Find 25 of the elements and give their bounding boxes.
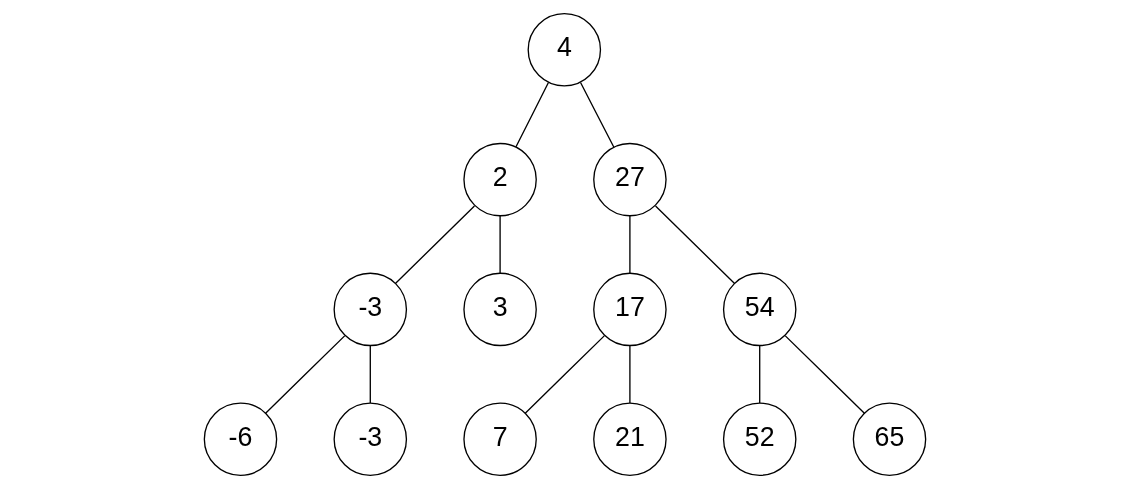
connector [629,345,631,404]
node-circle: 7 [463,402,537,476]
connector [654,205,736,285]
node-circle: 54 [722,272,797,347]
connector [369,345,371,404]
connector [524,335,605,414]
node-circle: 17 [593,272,667,347]
node-circle: -3 [333,272,408,347]
connector [515,81,550,148]
connector [264,335,346,414]
connector [759,345,761,404]
connector [394,205,476,285]
node-circle: 52 [722,402,797,476]
connector [784,335,866,414]
node-circle: 65 [852,402,927,476]
connector [579,81,615,148]
node-circle: -6 [203,402,278,476]
node-circle: -3 [333,402,408,476]
node-circle: 27 [593,142,667,217]
node-circle: 3 [463,272,537,347]
connector [629,215,631,274]
node-circle: 4 [527,13,602,87]
connector [499,215,501,274]
node-circle: 21 [593,402,667,476]
node-circle: 2 [463,142,537,217]
